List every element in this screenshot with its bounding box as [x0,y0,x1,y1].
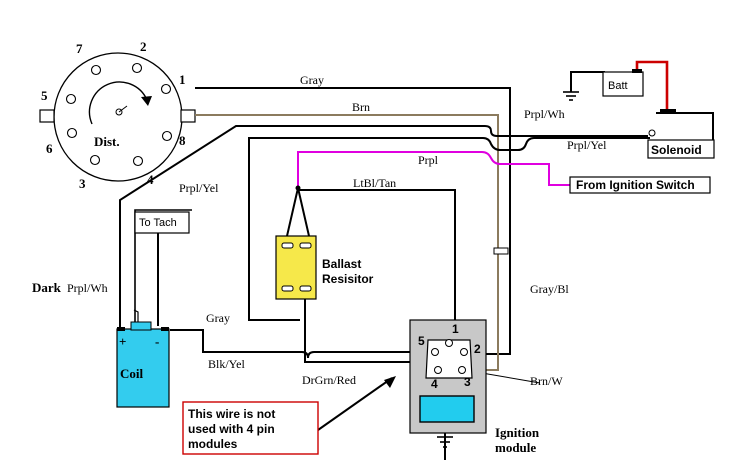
coil-terminal-plus [117,327,125,331]
tach: To Tach [134,211,190,234]
distributor-cap [53,52,183,182]
label-gray-bl: Gray/Bl [530,282,569,296]
module-pin-1: 1 [452,322,459,336]
ballast-junction-dot [295,185,301,191]
label-gray-top: Gray [300,73,324,87]
brn-w-pointer [475,371,541,384]
solenoid-terminal-top [660,109,676,114]
label-prpl-yel-right: Prpl/Yel [567,138,607,152]
coil: + - Coil [116,309,170,408]
coil-minus-label: - [155,334,159,349]
dist-pin-5: 5 [41,88,48,103]
wire-battery-positive [635,60,669,110]
note-pointer [317,377,393,431]
dist-pin-7: 7 [76,41,83,56]
rotor-hub [115,108,123,116]
distributor-left-terminal [39,109,55,123]
battery-box [602,71,644,97]
note-line3: modules [188,437,238,451]
wire-coil-tach-loop [134,209,192,330]
note-box: This wire is not used with 4 pin modules [182,401,319,455]
tach-box [134,211,190,234]
module-pin-5: 5 [418,334,425,348]
wire-prpl [297,151,570,188]
solenoid-contact [648,129,656,137]
coil-label: Coil [120,366,144,381]
coil-terminal-minus [161,327,169,331]
module-label-line2: module [495,440,536,455]
label-brn-w: Brn/W [530,374,563,388]
spacer [490,290,510,305]
wire-labels: Gray Brn Prpl/Wh Prpl/Yel Prpl LtBl/Tan … [32,73,607,388]
note-line1: This wire is not [188,407,275,421]
wire-ballast-lead [286,187,310,237]
label-prpl: Prpl [418,153,439,167]
module-pin-3: 3 [464,375,471,389]
wire-ltbl-tan [298,189,456,320]
wire-gray [195,87,511,355]
wire-battery-ground [570,71,605,92]
module-pin-2: 2 [474,342,481,356]
wire-prpl-wh [119,125,648,330]
wire-prpl-yel [248,137,650,321]
distributor-label: Dist. [94,134,120,149]
battery-ground-icon [563,91,579,101]
module-pin-4: 4 [431,377,438,391]
dist-pin-2: 2 [140,39,147,54]
dist-pin-8: 8 [179,133,186,148]
solenoid-box [647,139,715,159]
label-prpl-yel-left: Prpl/Yel [179,181,219,195]
rotation-arrowhead-icon [141,96,152,106]
coil-tower [130,321,152,331]
ballast-resistor: Ballast Resisitor [275,235,374,300]
note-arrowhead-icon [384,376,396,388]
note-border [182,401,319,455]
coil-hv-lead [133,309,139,322]
rotation-arrow [88,81,148,125]
battery-post [632,69,642,73]
ignition-module: 1 2 3 4 5 Ignition module [409,319,540,455]
dist-pin-1: 1 [179,72,186,87]
label-blk-yel: Blk/Yel [208,357,245,371]
ballast-terminals [281,242,312,292]
coil-plus-label: + [119,334,126,349]
ignition-switch-box [569,176,711,194]
label-gray-coil: Gray [206,311,230,325]
ballast-label-line2: Resisitor [322,272,374,286]
label-dark: Dark [32,280,62,295]
note-line2: used with 4 pin [188,422,275,436]
label-prpl-wh: Prpl/Wh [524,107,565,121]
ignition-switch-label: From Ignition Switch [576,178,695,192]
dist-pin-6: 6 [46,141,53,156]
solenoid-label: Solenoid [651,143,702,157]
rotor-arm [118,105,128,113]
ignition-switch: From Ignition Switch [569,176,711,194]
solenoid: Solenoid [647,109,715,159]
module-window [419,395,475,423]
battery-label: Batt [608,80,628,92]
distributor-pin-holes [65,62,173,167]
distributor: Dist. 1 2 3 4 5 6 7 8 [39,39,196,191]
module-ground-icon [437,436,453,448]
label-brn: Brn [352,100,370,114]
coil-body [116,328,170,408]
battery: Batt [563,69,644,101]
wire-blk-yel [170,329,428,359]
label-ltbl-tan: LtBl/Tan [353,176,396,190]
distributor-right-terminal [180,109,196,123]
module-label-line1: Ignition [495,425,540,440]
ballast-label-line1: Ballast [322,257,361,271]
label-drgrn-red: DrGrn/Red [302,373,356,387]
label-prpl-wh-left: Prpl/Wh [67,281,108,295]
module-pin-holes [431,339,468,374]
tach-label: To Tach [139,217,177,229]
dist-pin-3: 3 [79,176,86,191]
wire-splice [493,247,509,255]
